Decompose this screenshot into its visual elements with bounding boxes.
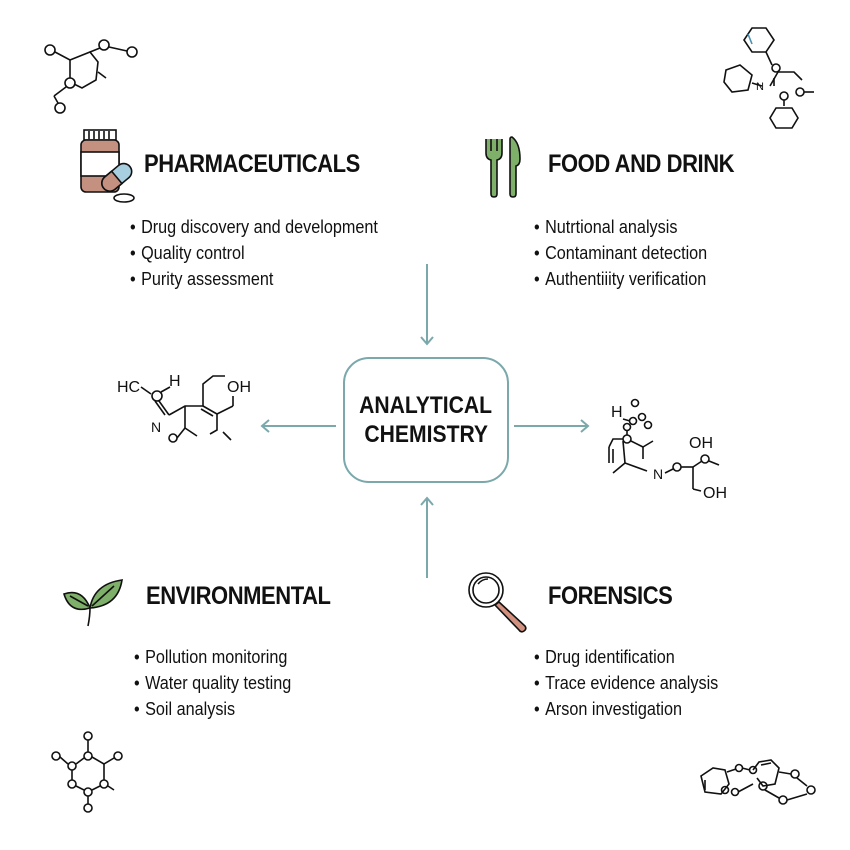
list-item: Quality control: [130, 240, 378, 266]
list-item: Drug discovery and development: [130, 214, 378, 240]
bullet-list: Drug identification Trace evidence analy…: [534, 644, 718, 722]
center-title-line2: CHEMISTRY: [364, 421, 488, 448]
list-item: Purity assessment: [130, 266, 378, 292]
bullet-list: Drug discovery and development Quality c…: [130, 214, 378, 292]
list-item: Pollution monitoring: [134, 644, 291, 670]
svg-text:N: N: [756, 81, 764, 93]
list-item: Soil analysis: [134, 696, 291, 722]
list-item: Drug identification: [534, 644, 718, 670]
arrow-left-icon: [260, 419, 336, 433]
section-title: ENVIRONMENTAL: [146, 582, 331, 610]
list-item: Water quality testing: [134, 670, 291, 696]
section-title: PHARMACEUTICALS: [144, 150, 360, 178]
list-item: Arson investigation: [534, 696, 718, 722]
molecule-bottom-right-icon: [700, 759, 816, 805]
bullet-list: Pollution monitoring Water quality testi…: [134, 644, 291, 722]
leaf-icon: [63, 579, 123, 627]
pill-bottle-icon: [80, 129, 135, 203]
section-title: FOOD AND DRINK: [548, 150, 735, 178]
list-item: Contaminant detection: [534, 240, 707, 266]
center-title-line1: ANALYTICAL: [359, 392, 493, 419]
svg-text:HC: HC: [117, 379, 140, 396]
svg-text:H: H: [169, 373, 181, 390]
molecule-top-right-icon: N: [723, 27, 814, 129]
svg-text:N: N: [151, 419, 161, 435]
svg-text:OH: OH: [689, 435, 713, 452]
center-node-analytical-chemistry: ANALYTICAL CHEMISTRY: [343, 357, 509, 483]
list-item: Authentiiity verification: [534, 266, 707, 292]
magnifying-glass-icon: [468, 572, 527, 633]
arrow-up-icon: [420, 496, 434, 578]
arrow-down-icon: [420, 264, 434, 346]
svg-text:OH: OH: [703, 485, 727, 502]
molecule-left-icon: HC H OH N: [117, 373, 251, 443]
list-item: Trace evidence analysis: [534, 670, 718, 696]
molecule-right-icon: H OH N OH: [608, 398, 727, 502]
list-item: Nutrtional analysis: [534, 214, 707, 240]
fork-knife-icon: [485, 136, 521, 198]
svg-text:H: H: [611, 404, 623, 421]
molecule-top-left-icon: [44, 39, 138, 114]
svg-text:N: N: [653, 466, 663, 482]
molecule-bottom-left-icon: [51, 731, 123, 813]
bullet-list: Nutrtional analysis Contaminant detectio…: [534, 214, 707, 292]
svg-text:OH: OH: [227, 379, 251, 396]
section-title: FORENSICS: [548, 582, 673, 610]
arrow-right-icon: [514, 419, 590, 433]
